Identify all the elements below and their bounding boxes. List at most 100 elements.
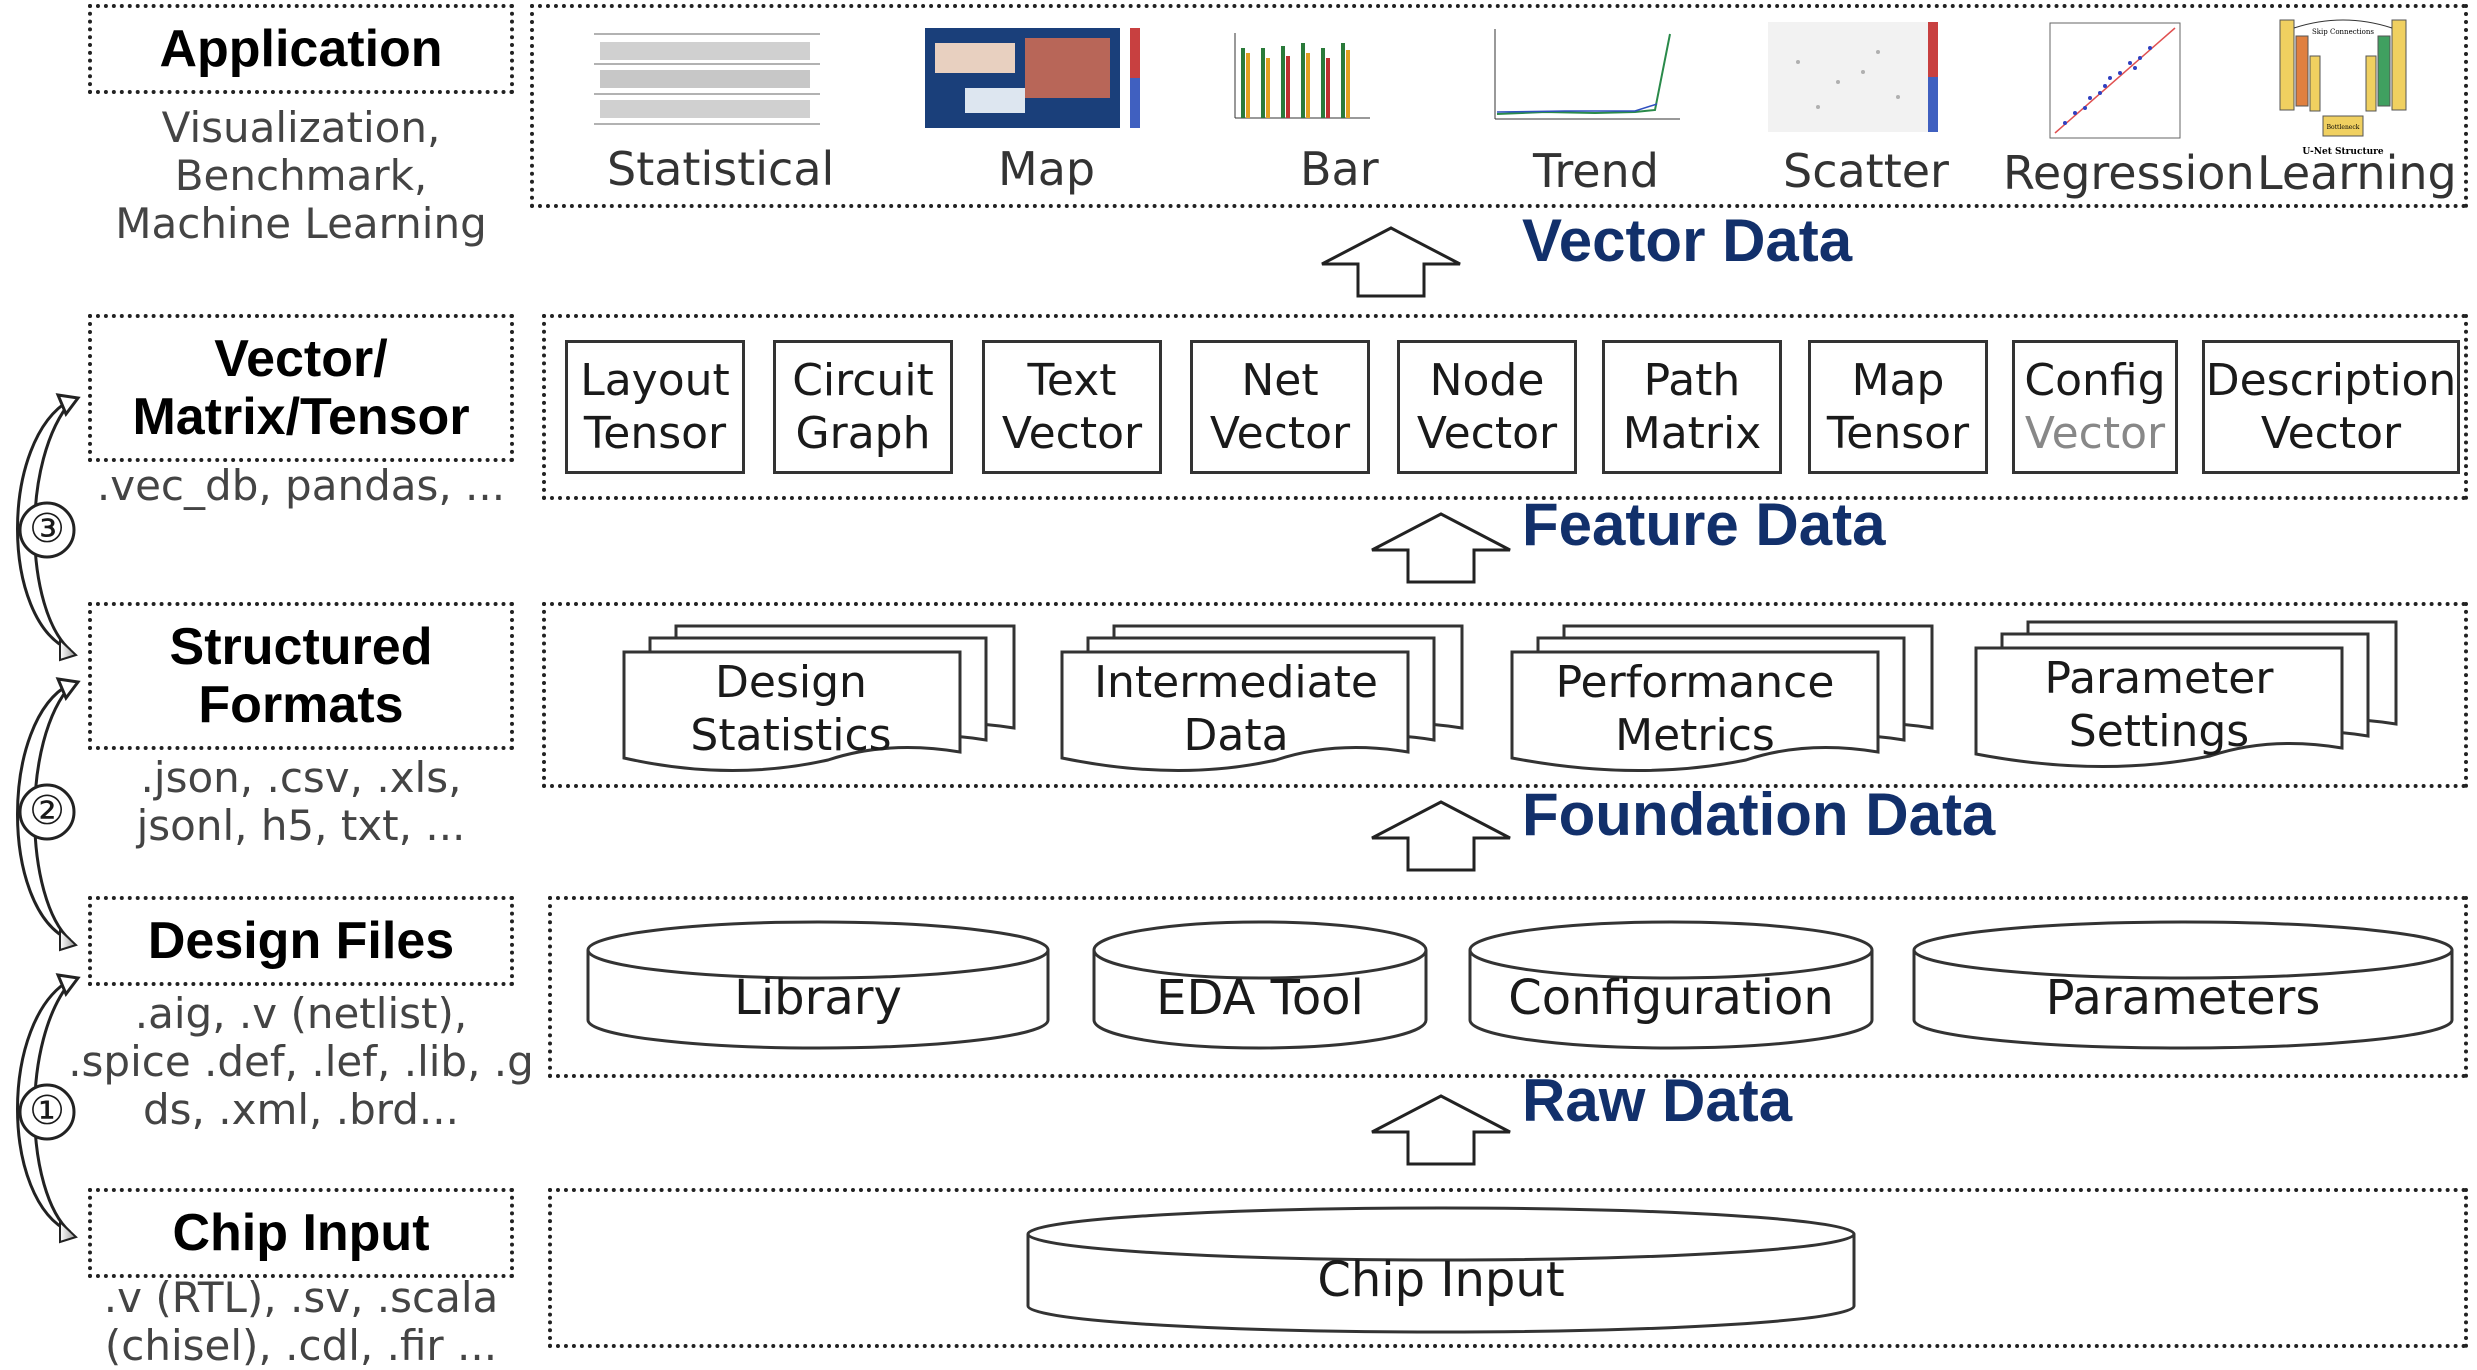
application-subtitle-line: Benchmark, (174, 151, 428, 200)
step-3-badge (18, 501, 76, 559)
up-arrow-icon (1371, 512, 1511, 584)
application-subtitle-line: Machine Learning (115, 199, 487, 248)
feature-line: Graph (795, 408, 931, 459)
unet-structure-thumb: Skip Connections Bottleneck U-Net Struct… (2279, 19, 2407, 157)
app-label-bar: Bar (1300, 142, 1379, 196)
foundation-layer (542, 602, 2468, 788)
feature-line: Node (1429, 355, 1545, 406)
cylinder-icon (1468, 920, 1874, 1050)
cylinder-icon (1026, 1206, 1856, 1334)
cylinder-icon (586, 920, 1050, 1050)
app-label-map: Map (998, 142, 1096, 196)
chip-subtitle-line: (chisel), .cdl, .fir ... (104, 1321, 498, 1370)
vector-matrix-box: Vector/ Matrix/Tensor (88, 314, 514, 462)
unet-skip-label: Skip Connections (2312, 28, 2374, 36)
structured-formats-box: Structured Formats (88, 602, 514, 750)
app-label-regression: Regression (2003, 146, 2255, 200)
foundation-line: Parameter (2044, 653, 2274, 704)
design-subtitle: .aig, .v (netlist), .spice .def, .lef, .… (60, 990, 542, 1134)
document-stack-icon (1060, 624, 1464, 773)
up-arrow-icon (1371, 800, 1511, 872)
document-stack-icon (622, 624, 1016, 773)
step-1-badge (18, 1083, 76, 1141)
design-subtitle-line: ds, .xml, .brd... (143, 1085, 459, 1134)
step-2-badge (18, 783, 76, 841)
vector-title-line: Matrix/Tensor (132, 388, 470, 446)
raw-label: Library (734, 970, 902, 1026)
chip-subtitle-line: .v (RTL), .sv, .scala (103, 1273, 499, 1322)
structured-title-line: Formats (198, 676, 404, 734)
vector-data-title: Vector Data (1522, 207, 1853, 274)
chip-input-layer (548, 1188, 2468, 1348)
raw-label: Configuration (1508, 970, 1834, 1026)
application-subtitle: Visualization, Benchmark, Machine Learni… (60, 104, 542, 248)
foundation-line: Performance (1555, 657, 1835, 708)
app-label-learning: Learning (2257, 146, 2457, 200)
raw-parameters: Parameters (1912, 970, 2454, 1040)
vector-subtitle: .vec_db, pandas, ... (60, 462, 542, 510)
chip-subtitle: .v (RTL), .sv, .scala (chisel), .cdl, .f… (60, 1274, 542, 1370)
structured-title-line: Structured (169, 618, 433, 676)
step-3-label: ③ (29, 506, 65, 552)
feature-layer (542, 314, 2468, 500)
structured-subtitle-line: jsonl, h5, txt, ... (136, 801, 466, 850)
raw-layer (548, 896, 2468, 1078)
application-layer (530, 4, 2468, 208)
raw-label: Parameters (2045, 970, 2321, 1026)
document-stack-icon (1510, 624, 1934, 772)
chip-input-cylinder: Chip Input (1026, 1252, 1856, 1322)
structured-subtitle-line: .json, .csv, .xls, (140, 753, 462, 802)
feature-line: Vector (2024, 408, 2166, 459)
cylinder-icon (1092, 920, 1428, 1050)
raw-eda-tool: EDA Tool (1092, 970, 1428, 1040)
bar-chart-thumb (1234, 33, 1370, 119)
raw-label: EDA Tool (1156, 970, 1364, 1026)
map-chart-thumb (925, 28, 1140, 128)
structured-subtitle: .json, .csv, .xls, jsonl, h5, txt, ... (60, 754, 542, 850)
foundation-line: Intermediate (1094, 657, 1378, 708)
feature-line: Vector (1001, 408, 1143, 459)
feature-line: Tensor (1826, 408, 1970, 459)
raw-data-title: Raw Data (1522, 1067, 1793, 1134)
application-title: Application (159, 20, 443, 78)
unet-bottleneck-label: Bottleneck (2327, 124, 2360, 131)
regression-chart-thumb (2049, 22, 2181, 139)
feature-line: Vector (2260, 408, 2402, 459)
design-subtitle-line: .spice .def, .lef, .lib, .g (68, 1037, 534, 1086)
vector-title-line: Vector/ (214, 330, 388, 388)
foundation-line: Design (715, 657, 867, 708)
app-label-scatter: Scatter (1783, 144, 1949, 198)
feature-line: Map (1851, 355, 1945, 406)
foundation-data-title: Foundation Data (1522, 781, 1996, 848)
foundation-line: Settings (2068, 706, 2250, 757)
app-label-trend: Trend (1533, 144, 1659, 198)
feature-line: Description (2205, 355, 2457, 406)
feature-line: Path (1643, 355, 1741, 406)
design-subtitle-line: .aig, .v (netlist), (134, 989, 468, 1038)
trend-chart-thumb (1494, 29, 1680, 120)
step-arrows (16, 393, 81, 1244)
unet-caption: U-Net Structure (2302, 147, 2384, 157)
scatter-chart-thumb (1768, 22, 1938, 132)
feature-line: Vector (1209, 408, 1351, 459)
up-arrow-icon (1371, 1094, 1511, 1166)
design-files-box: Design Files (88, 896, 514, 986)
document-stack-icon (1974, 620, 2398, 768)
feature-line: Config (2024, 355, 2166, 406)
feature-line: Tensor (583, 408, 727, 459)
feature-line: Matrix (1622, 408, 1762, 459)
foundation-line: Data (1183, 710, 1289, 761)
app-label-statistical: Statistical (607, 142, 835, 196)
feature-line: Layout (580, 355, 730, 406)
application-box: Application (88, 4, 514, 94)
up-arrow-icon (1321, 226, 1461, 298)
raw-library: Library (586, 970, 1050, 1040)
